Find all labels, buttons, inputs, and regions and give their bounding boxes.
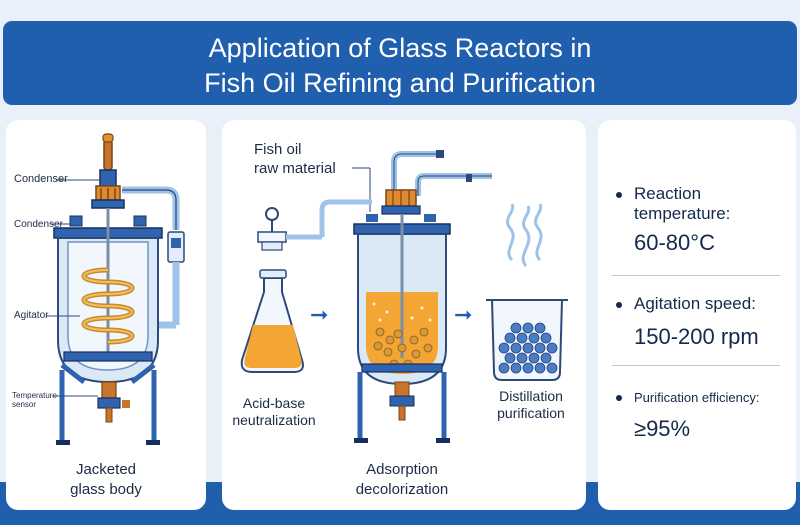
adsorption-reactor-icon [353,150,492,443]
condenser-label-1: Condenser [14,173,68,185]
caption-line-2: glass body [70,481,142,498]
step1-line-2: neutralization [232,412,316,428]
condenser-label-2: Condenser [14,219,63,230]
temperature-sensor-label-1: Temperature [12,391,57,400]
reaction-temperature-value: 60-80°C [634,230,715,255]
title-line-1: Application of Glass Reactors in [208,33,592,63]
divider [612,275,780,276]
glass-reactor-icon [46,133,185,445]
title-banner: Application of Glass Reactors in Fish Oi… [3,21,797,105]
purification-efficiency-label: Purification efficiency: [634,390,760,405]
arrow-right-icon: ➞ [310,302,328,327]
bullet-icon [616,395,622,401]
bullet-icon [616,302,622,308]
erlenmeyer-flask-icon [240,199,372,373]
step-adsorption-label: Adsorption decolorization [332,460,472,500]
reaction-temperature-label: Reaction temperature: [634,184,730,224]
step2-line-1: Adsorption [366,461,438,478]
step3-line-2: purification [497,405,565,421]
stat-label-line: Reaction [634,184,702,203]
step3-line-1: Distillation [499,388,563,404]
steam-icon [506,203,543,267]
temperature-sensor-label-2: sensor [12,400,37,409]
beaker-icon [486,299,568,381]
step2-line-2: decolorization [355,481,449,498]
agitation-speed-value: 150-200 rpm [634,324,759,349]
step-neutralization-label: Acid-base neutralization [222,395,326,429]
process-flow-panel: Fish oil raw material ➞ ➞ [222,120,586,510]
bullet-icon [616,192,622,198]
fish-oil-raw-label: Fish oil raw material [254,140,336,178]
stat-label-line: temperature: [634,204,731,223]
process-diagram: ➞ ➞ [240,150,568,443]
divider [612,365,780,366]
step-distillation-label: Distillation purification [476,388,586,422]
purification-efficiency-value: ≥95% [634,416,691,441]
reactor-structure-panel: Condenser Condenser Agitator Temperature… [6,120,206,510]
caption-line-1: Jacketed [75,461,137,478]
agitator-label: Agitator [14,310,49,321]
title-line-2: Fish Oil Refining and Purification [204,68,596,98]
parameters-panel: Reaction temperature: 60-80°C Agitation … [598,120,796,510]
raw-label-line-2: raw material [254,160,336,177]
reactor-caption: Jacketed glass body [6,460,206,500]
step1-line-1: Acid-base [242,395,306,411]
raw-label-line-1: Fish oil [254,141,302,158]
agitation-speed-label: Agitation speed: [634,294,756,313]
arrow-right-icon: ➞ [454,302,472,327]
